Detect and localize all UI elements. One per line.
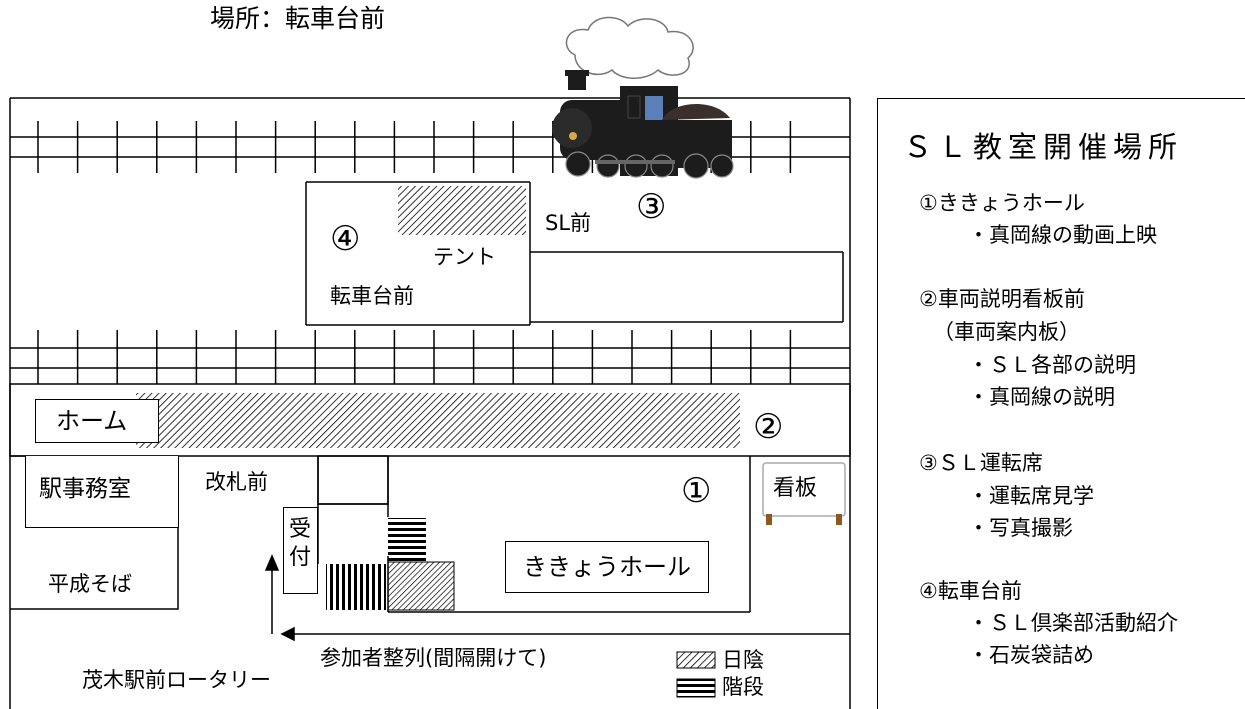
number-1: ①	[681, 471, 712, 511]
legend-shade-swatch	[676, 651, 716, 669]
turntable-area	[305, 181, 844, 326]
platform	[9, 383, 851, 457]
sidebar-item-4-line-2: ・石炭袋詰め	[968, 643, 1094, 667]
lower-track	[10, 330, 850, 384]
sidebar-item-1-heading: ①ききょうホール	[919, 191, 1085, 215]
stairs-upper	[388, 518, 426, 562]
station-office-box: 駅事務室	[25, 456, 179, 528]
stairs-right-shade	[387, 561, 455, 611]
station-office-label: 駅事務室	[39, 476, 131, 502]
sidebar-item-2-heading: ②車両説明看板前	[919, 287, 1085, 311]
sidebar-item-3-line-1: ・運転席見学	[968, 484, 1094, 508]
stairs-left	[326, 564, 386, 610]
signboard-label: 看板	[773, 476, 818, 501]
turntable-front-label: 転車台前	[330, 284, 414, 308]
sidebar-item-3-line-2: ・写真撮影	[968, 516, 1073, 540]
reception-label: 受付	[289, 517, 312, 570]
tent-label: テント	[433, 245, 496, 269]
sidebar-title: ＳＬ教室開催場所	[903, 130, 1184, 164]
number-2: ②	[753, 407, 784, 447]
queue-arrow	[264, 554, 850, 642]
ticket-gate-front-label: 改札前	[205, 470, 268, 494]
home-box: ホーム	[35, 399, 159, 443]
sidebar-item-2-line-2: ・真岡線の説明	[968, 385, 1115, 409]
reception-box: 受付	[283, 507, 318, 594]
number-4: ④	[330, 219, 361, 259]
sidebar-panel: ＳＬ教室開催場所 ①ききょうホール ・真岡線の動画上映 ②車両説明看板前 （車両…	[877, 98, 1245, 709]
rotary-label: 茂木駅前ロータリー	[82, 668, 271, 692]
sidebar-item-4-heading: ④転車台前	[919, 579, 1022, 603]
soba-label: 平成そば	[48, 572, 132, 596]
tent-shade-area	[398, 186, 526, 235]
sl-front-label: SL前	[545, 211, 592, 235]
platform-shade-area	[136, 393, 740, 448]
sidebar-item-1-line-1: ・真岡線の動画上映	[968, 223, 1157, 247]
location-caption: 場所：転車台前	[210, 4, 386, 33]
number-3: ③	[636, 187, 667, 227]
sidebar-item-3-heading: ③ＳＬ運転席	[919, 451, 1043, 475]
steam-locomotive	[552, 16, 734, 179]
sidebar-item-2-line-1: ・ＳＬ各部の説明	[968, 353, 1136, 377]
home-label: ホーム	[56, 407, 128, 435]
legend-stairs-label: 階段	[722, 675, 764, 699]
kikyo-hall-box: ききょうホール	[505, 541, 709, 593]
legend-shade-label: 日陰	[722, 648, 764, 672]
legend-stairs-swatch	[676, 678, 716, 698]
sidebar-item-2-sub: （車両案内板）	[933, 320, 1080, 344]
sidebar-item-4-line-1: ・ＳＬ倶楽部活動紹介	[968, 611, 1178, 635]
queue-label: 参加者整列(間隔開けて)	[320, 646, 547, 670]
signboard	[762, 462, 846, 525]
kikyo-hall-label: ききょうホール	[523, 553, 691, 581]
